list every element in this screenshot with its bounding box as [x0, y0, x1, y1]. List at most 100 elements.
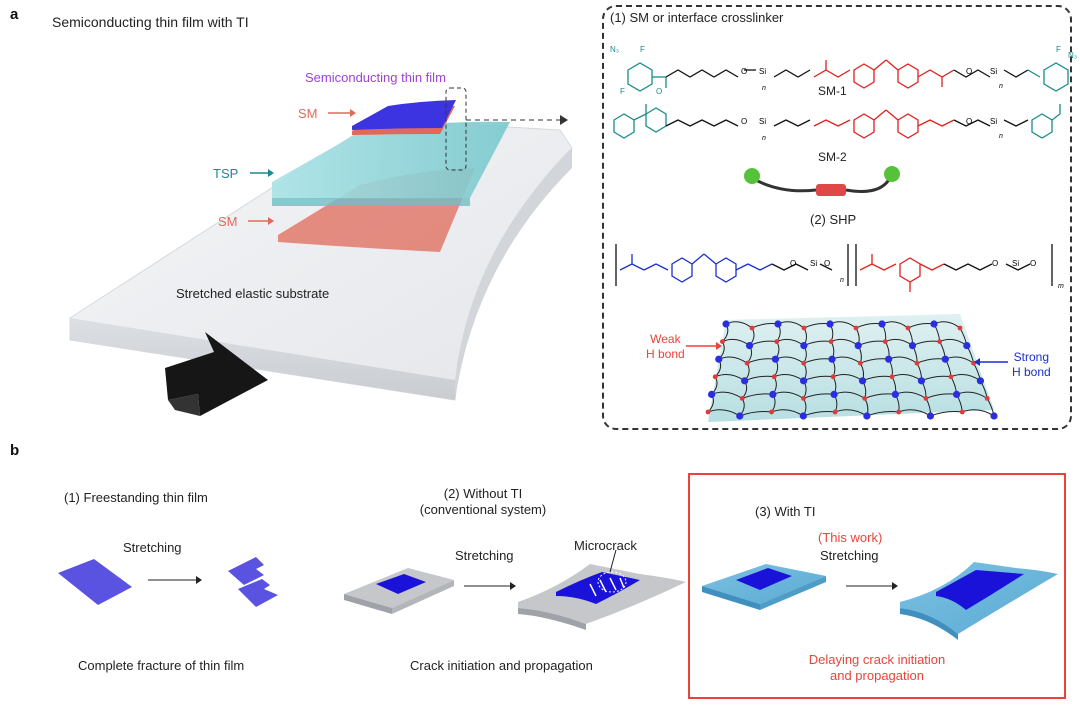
- col1-caption: Complete fracture of thin film: [78, 658, 245, 673]
- section2-title: (2) SHP: [810, 212, 857, 227]
- weak-hbond-node: [830, 374, 836, 380]
- svg-text:N₃: N₃: [610, 45, 619, 54]
- strong-hbond-node: [828, 355, 836, 363]
- weak-hbond-node: [801, 396, 806, 401]
- weak-hbond-node: [959, 409, 965, 415]
- col3-illustration: [702, 562, 1058, 640]
- strong-hbond-node: [800, 342, 808, 350]
- svg-text:n: n: [999, 83, 1003, 90]
- weak-hbond-node: [914, 360, 920, 366]
- fractured-film-piece-2: [238, 579, 278, 607]
- strong-hbond-node: [800, 377, 808, 385]
- svg-text:Si: Si: [810, 259, 817, 268]
- strong-hbond-node: [830, 390, 838, 398]
- strong-hbond-node: [878, 320, 886, 328]
- svg-text:n: n: [762, 135, 766, 142]
- tsp-layer: [272, 121, 510, 199]
- pull-arrow: [165, 332, 268, 416]
- svg-text:Si: Si: [990, 67, 997, 76]
- strong-hbond-node: [769, 390, 777, 398]
- weak-hbond-node: [720, 339, 725, 344]
- svg-text:O: O: [966, 117, 972, 126]
- svg-text:O: O: [741, 117, 747, 126]
- weak-hbond-node: [771, 374, 777, 380]
- strong-hbond-node: [771, 355, 780, 363]
- panel-a-title: Semiconducting thin film with TI: [52, 14, 249, 30]
- col1-stretch-label: Stretching: [123, 540, 182, 555]
- strong-hbond-node: [863, 412, 871, 420]
- strong-hbond-node: [708, 390, 716, 398]
- weak-hbond-node: [905, 325, 911, 331]
- svg-text:n: n: [840, 277, 844, 284]
- col2-stretch-label: Stretching: [455, 548, 514, 563]
- semiconducting-film: [352, 100, 456, 130]
- strong-hbond-node: [858, 377, 867, 385]
- svg-text:m: m: [1058, 283, 1064, 290]
- strong-hbond-node: [930, 320, 938, 328]
- svg-text:Si: Si: [759, 67, 766, 76]
- svg-text:O: O: [824, 259, 830, 268]
- strong-hbond-node: [990, 412, 998, 420]
- svg-text:O: O: [790, 259, 796, 268]
- sm-top-label: SM: [298, 106, 318, 121]
- strong-hbond-node: [799, 412, 807, 420]
- strong-hbond-node: [741, 377, 749, 385]
- sm1-label: SM-1: [818, 84, 847, 98]
- weak-hbond-node: [739, 396, 745, 401]
- sm2-structure: O Si n O Si n: [613, 104, 1061, 142]
- svg-text:n: n: [762, 85, 766, 92]
- svg-text:Si: Si: [990, 117, 997, 126]
- svg-text:O: O: [1030, 259, 1036, 268]
- col3-film-before: [736, 568, 792, 590]
- semiconducting-film-label: Semiconducting thin film: [305, 70, 446, 85]
- chemistry-box: [602, 5, 1072, 430]
- weak-hbond-node: [896, 409, 902, 415]
- strong-hbond-node: [908, 342, 917, 350]
- shp-structure: O Si O n O Si O m: [615, 244, 1064, 292]
- col3-stretch-label: Stretching: [820, 548, 879, 563]
- strong-hbond-node: [926, 412, 935, 420]
- strong-hbond-node: [736, 412, 744, 420]
- strong-hbond-node: [826, 320, 834, 328]
- svg-text:n: n: [999, 133, 1003, 140]
- col1-illustration: [58, 557, 278, 607]
- panel-a-letter: a: [10, 6, 19, 23]
- fractured-film-piece-1: [228, 557, 264, 585]
- svg-text:O: O: [992, 259, 998, 268]
- weak-hbond-label: Weak H bond: [646, 332, 685, 361]
- substrate-label: Stretched elastic substrate: [176, 286, 330, 301]
- col2-film-cracked: [556, 572, 640, 604]
- svg-text:F: F: [1056, 45, 1061, 54]
- weak-hbond-node: [744, 360, 750, 366]
- weak-hbond-node: [948, 374, 954, 380]
- sm-bottom-label: SM: [218, 214, 238, 229]
- svg-text:F: F: [620, 87, 625, 96]
- svg-text:Si: Si: [759, 117, 766, 126]
- svg-text:N₃: N₃: [1068, 51, 1077, 60]
- strong-hbond-node: [952, 390, 961, 398]
- sm2-label: SM-2: [818, 150, 847, 164]
- sm1-structure: N₃ F F O O Si n O Si n F N₃: [610, 45, 1077, 96]
- strong-hbond-node: [963, 342, 971, 350]
- strong-hbond-node: [885, 355, 893, 363]
- col2-film-before: [376, 574, 426, 594]
- weak-hbond-node: [857, 360, 863, 366]
- crosslinker-cartoon: [744, 166, 900, 196]
- this-work-label: (This work): [818, 530, 883, 545]
- svg-text:O: O: [741, 67, 747, 76]
- col2-caption: Crack initiation and propagation: [410, 658, 593, 673]
- strong-hbond-node: [854, 342, 862, 350]
- strong-hbond-node: [745, 342, 754, 350]
- col3-caption: Delaying crack initiation and propagatio…: [808, 652, 946, 683]
- weak-hbond-node: [705, 409, 711, 415]
- strong-hbond-label: Strong H bond: [1012, 350, 1051, 379]
- with-ti-box: [688, 473, 1066, 699]
- weak-hbond-node: [774, 339, 780, 344]
- weak-hbond-node: [923, 396, 929, 401]
- weak-hbond-node: [853, 325, 859, 331]
- col3-title: (3) With TI: [755, 504, 816, 519]
- weak-hbond-node: [712, 374, 718, 380]
- weak-hbond-node: [832, 409, 838, 415]
- weak-hbond-node: [882, 339, 888, 344]
- svg-text:Si: Si: [1012, 259, 1019, 268]
